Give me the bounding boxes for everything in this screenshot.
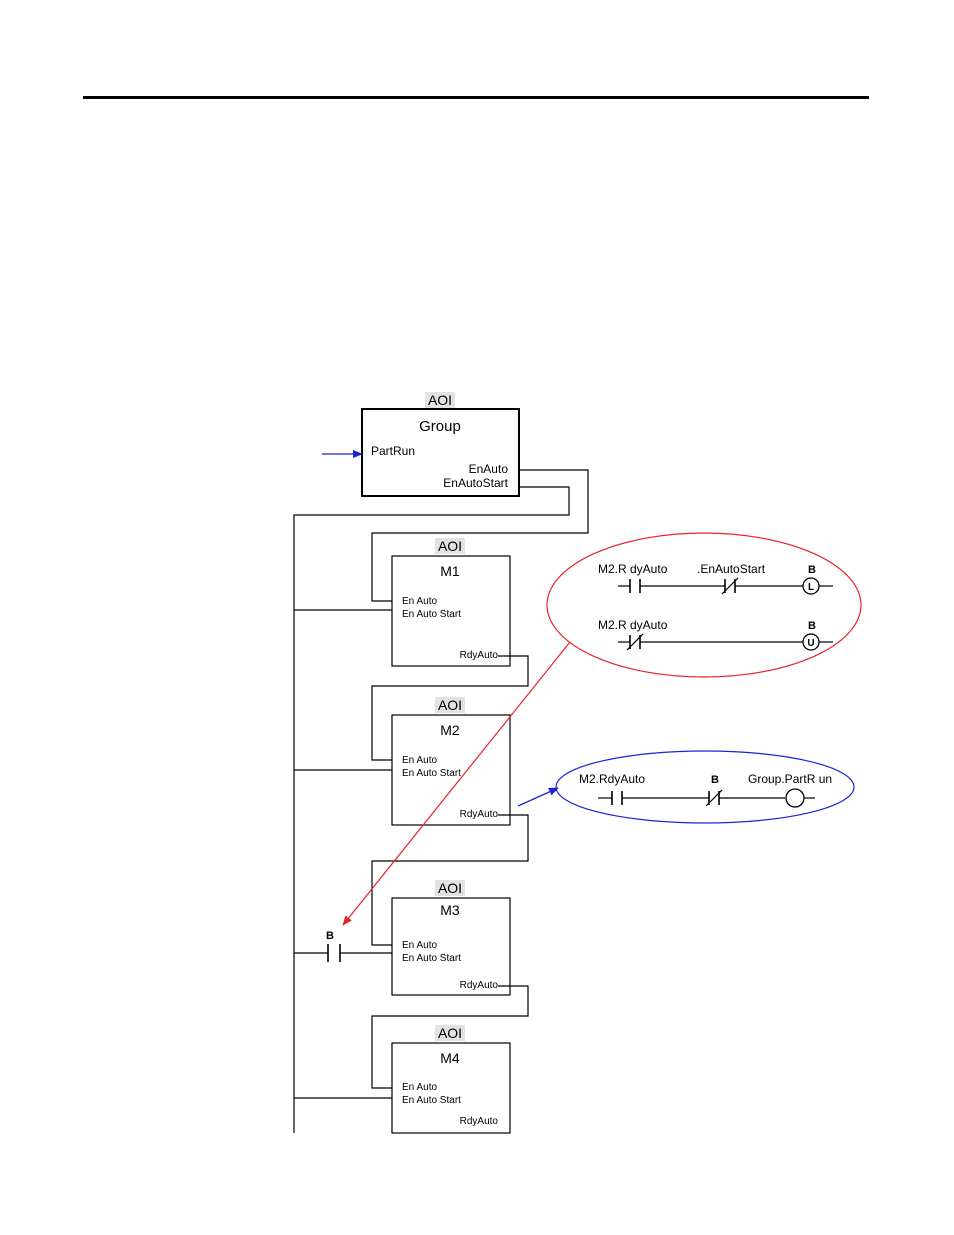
coil-tag: B [808,620,816,632]
contact-label: M2.RdyAuto [579,772,645,786]
block-name: M1 [440,563,460,579]
pin-partrun: PartRun [371,444,415,458]
pin-rdyauto: RdyAuto [460,809,499,820]
output-coil [786,789,804,807]
contact-label: M2.R dyAuto [598,618,668,632]
pin-rdyauto: RdyAuto [460,1116,499,1127]
pin-enauto: En Auto [402,1082,437,1093]
coil-tag: B [808,564,816,576]
pin-enauto: En Auto [402,940,437,951]
coil-letter: U [807,638,814,649]
blue-callout: M2.RdyAuto B Group.PartR un [556,751,854,823]
contact-b-label: B [326,930,334,942]
pin-enautostart: En Auto Start [402,953,461,964]
blue-pointer-arrow [518,788,558,806]
pin-enautostart: EnAutoStart [443,476,508,490]
m4-block: AOI M4 En Auto En Auto Start RdyAuto [392,1025,510,1133]
contact-label: M2.R dyAuto [598,562,668,576]
red-ellipse [547,533,861,677]
block-name: M4 [440,1050,460,1066]
aoi-tag: AOI [438,1025,462,1041]
pin-enautostart: En Auto Start [402,1095,461,1106]
rung-unlatch: M2.R dyAuto B U [598,618,833,650]
pin-rdyauto: RdyAuto [460,980,499,991]
m1-block: AOI M1 En Auto En Auto Start RdyAuto [392,538,510,666]
coil-letter: L [808,582,814,593]
coil-label: Group.PartR un [748,772,832,786]
block-name: M2 [440,722,460,738]
pin-enauto: En Auto [402,596,437,607]
red-callout: M2.R dyAuto .EnAutoStart B L M2.R dyAuto… [547,533,861,677]
contact-label: .EnAutoStart [697,562,766,576]
top-rule [83,96,869,99]
m3-block: AOI M3 En Auto En Auto Start RdyAuto [392,880,510,995]
aoi-tag: AOI [438,697,462,713]
aoi-tag: AOI [438,880,462,896]
pin-rdyauto: RdyAuto [460,650,499,661]
pin-enauto: En Auto [402,755,437,766]
pin-enauto: EnAuto [469,462,509,476]
contact-label: B [711,774,719,786]
contact-b: B [326,930,340,962]
block-name: Group [419,418,461,435]
rung-latch: M2.R dyAuto .EnAutoStart B L [598,562,833,594]
block-name: M3 [440,902,460,918]
blue-ellipse [556,751,854,823]
m2-block: AOI M2 En Auto En Auto Start RdyAuto [392,697,510,825]
group-block: AOI Group PartRun EnAuto EnAutoStart [362,392,519,496]
aoi-tag: AOI [428,392,452,408]
pin-enautostart: En Auto Start [402,768,461,779]
pin-enautostart: En Auto Start [402,609,461,620]
aoi-tag: AOI [438,538,462,554]
